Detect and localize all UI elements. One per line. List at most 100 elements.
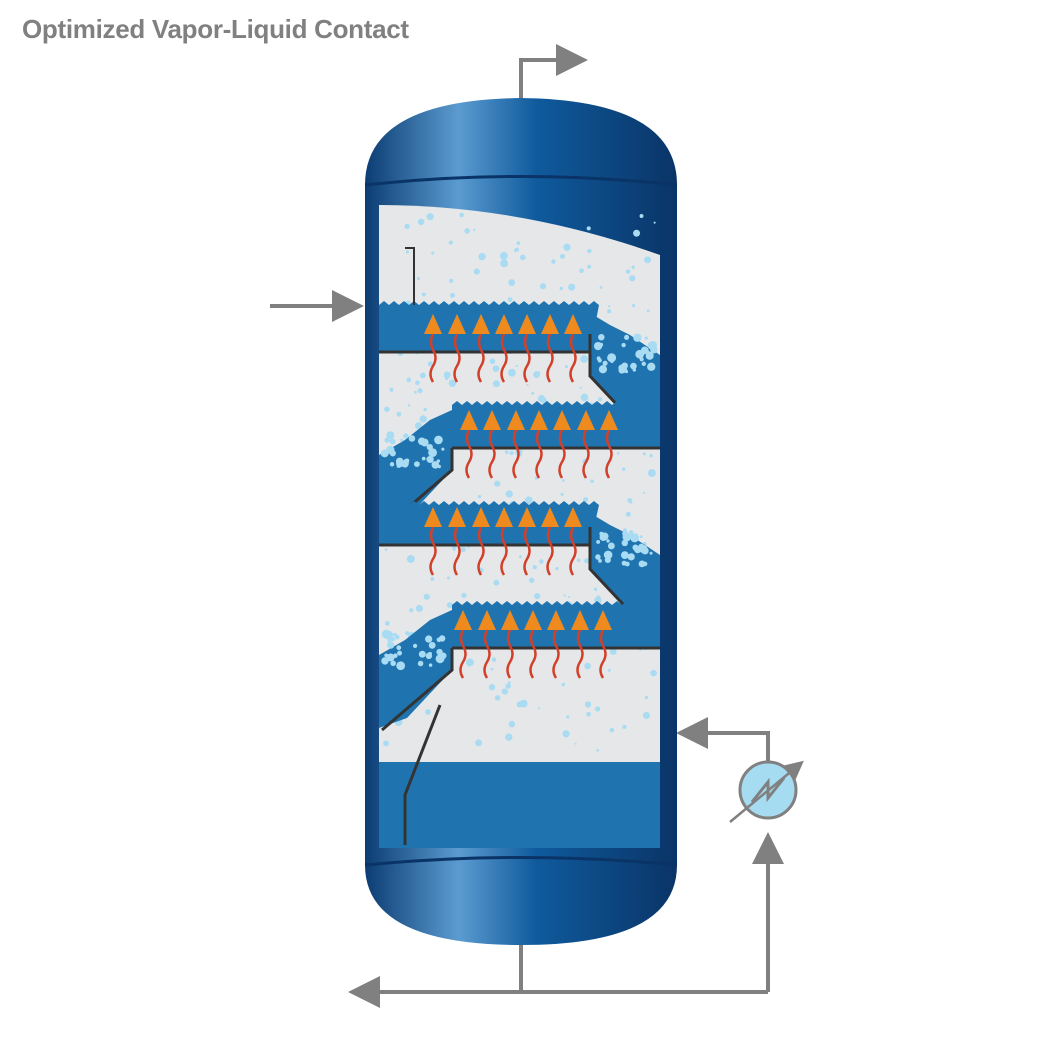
vapor-arrow-icon — [577, 410, 595, 430]
froth-bubble — [621, 342, 626, 348]
vapor-arrow-icon — [564, 314, 582, 334]
vapor-bubble — [650, 669, 657, 677]
vapor-bubble — [583, 497, 589, 503]
vapor-bubble — [596, 748, 599, 752]
vapor-bubble — [464, 228, 470, 234]
vapor-bubble — [491, 657, 497, 662]
vapor-bubble — [564, 365, 568, 369]
vapor-bubble — [642, 452, 646, 456]
vapor-bubble — [526, 383, 529, 387]
vapor-bubble — [426, 213, 434, 221]
froth-bubble — [403, 433, 409, 439]
downcomer-liquid — [590, 513, 660, 635]
froth-bubble — [620, 551, 629, 560]
vapor-bubble — [405, 250, 409, 254]
vapor-bubble — [425, 709, 431, 715]
vapor-bubble — [450, 292, 455, 298]
froth-bubble — [598, 558, 602, 563]
vapor-line — [429, 333, 437, 383]
vapor-bubble — [490, 667, 494, 671]
vapor-bubble — [563, 594, 566, 597]
vapor-bubble — [563, 243, 571, 251]
vapor-bubble — [448, 379, 457, 388]
vapor-bubble — [629, 275, 636, 282]
froth-bubble — [397, 650, 403, 656]
vapor-bubble — [415, 380, 420, 386]
froth-bubble — [418, 650, 426, 658]
bottom-liquid — [379, 762, 660, 848]
vapor-bubble — [423, 593, 430, 600]
vapor-bubble — [431, 251, 435, 255]
vapor-bubble — [607, 309, 612, 314]
froth-bubble — [428, 458, 433, 463]
vapor-bubble — [448, 240, 453, 245]
vapor-bubble — [444, 375, 449, 380]
vapor-line — [429, 526, 437, 576]
vapor-line — [453, 526, 461, 576]
vapor-arrow-icon — [495, 507, 513, 527]
reboiler-return-pipe — [676, 717, 770, 762]
froth-bubble — [632, 544, 639, 551]
vapor-bubble — [625, 511, 631, 517]
vapor-bubble — [609, 727, 615, 733]
froth-bubble — [382, 659, 388, 665]
vapor-bubble — [515, 364, 518, 368]
vapor-bubble — [500, 259, 509, 268]
froth-bubble — [606, 539, 610, 543]
vapor-bubble — [594, 587, 598, 591]
vapor-bubble — [519, 254, 526, 261]
froth-bubble — [390, 637, 396, 642]
downcomer-wall — [381, 648, 454, 732]
vapor-bubble — [417, 388, 423, 394]
vapor-bubble — [446, 576, 450, 580]
vapor-bubble — [562, 730, 570, 738]
vapor-arrow-icon — [501, 610, 519, 630]
froth-bubble — [607, 353, 617, 363]
downcomer-liquid — [379, 610, 452, 728]
froth-bubble — [386, 431, 395, 440]
froth-bubble — [384, 630, 394, 640]
vapor-bubble — [494, 480, 501, 487]
vapor-bubble — [404, 223, 410, 229]
froth-bubble — [639, 544, 648, 554]
froth-bubble — [596, 539, 601, 544]
froth-bubble — [425, 635, 433, 643]
diagram-title: Optimized Vapor-Liquid Contact — [22, 14, 409, 44]
vapor-bubble — [532, 565, 538, 570]
vapor-bubble — [580, 393, 589, 402]
vapor-bubble — [518, 555, 522, 559]
froth-bubble — [386, 445, 395, 455]
froth-bubble — [390, 660, 396, 667]
tray-2 — [379, 401, 660, 532]
froth-bubble — [641, 361, 646, 367]
vapor-arrow-icon — [472, 507, 490, 527]
vapor-bubble — [452, 548, 456, 551]
pipes — [270, 44, 784, 1008]
vapor-arrow-icon — [478, 610, 496, 630]
vapor-line — [535, 429, 543, 479]
froth-bubble — [396, 645, 402, 651]
vapor-arrow-icon — [594, 610, 612, 630]
vapor-bubble — [416, 276, 420, 281]
vapor-bubble — [644, 695, 649, 700]
froth-bubble — [441, 447, 445, 451]
vapor-line — [500, 526, 508, 576]
vapor-bubble — [529, 577, 535, 583]
froth-bubble — [393, 632, 398, 638]
vapor-arrow-icon — [483, 410, 501, 430]
vapor-arrow-icon — [541, 314, 559, 334]
vapor-arrow-icon — [600, 410, 618, 430]
vapor-bubble — [609, 648, 617, 655]
froth-bubble — [428, 651, 432, 656]
froth-bubble — [621, 560, 627, 566]
froth-bubble — [438, 635, 446, 642]
vapor-bubble — [516, 241, 521, 245]
vapor-bubble — [551, 259, 556, 264]
vapor-bubble — [505, 683, 511, 689]
vapor-bubble — [507, 297, 513, 302]
vapor-arrow-icon — [541, 507, 559, 527]
vapor-arrow-icon — [495, 314, 513, 334]
froth-bubble — [389, 462, 395, 467]
froth-bubble — [417, 660, 424, 667]
